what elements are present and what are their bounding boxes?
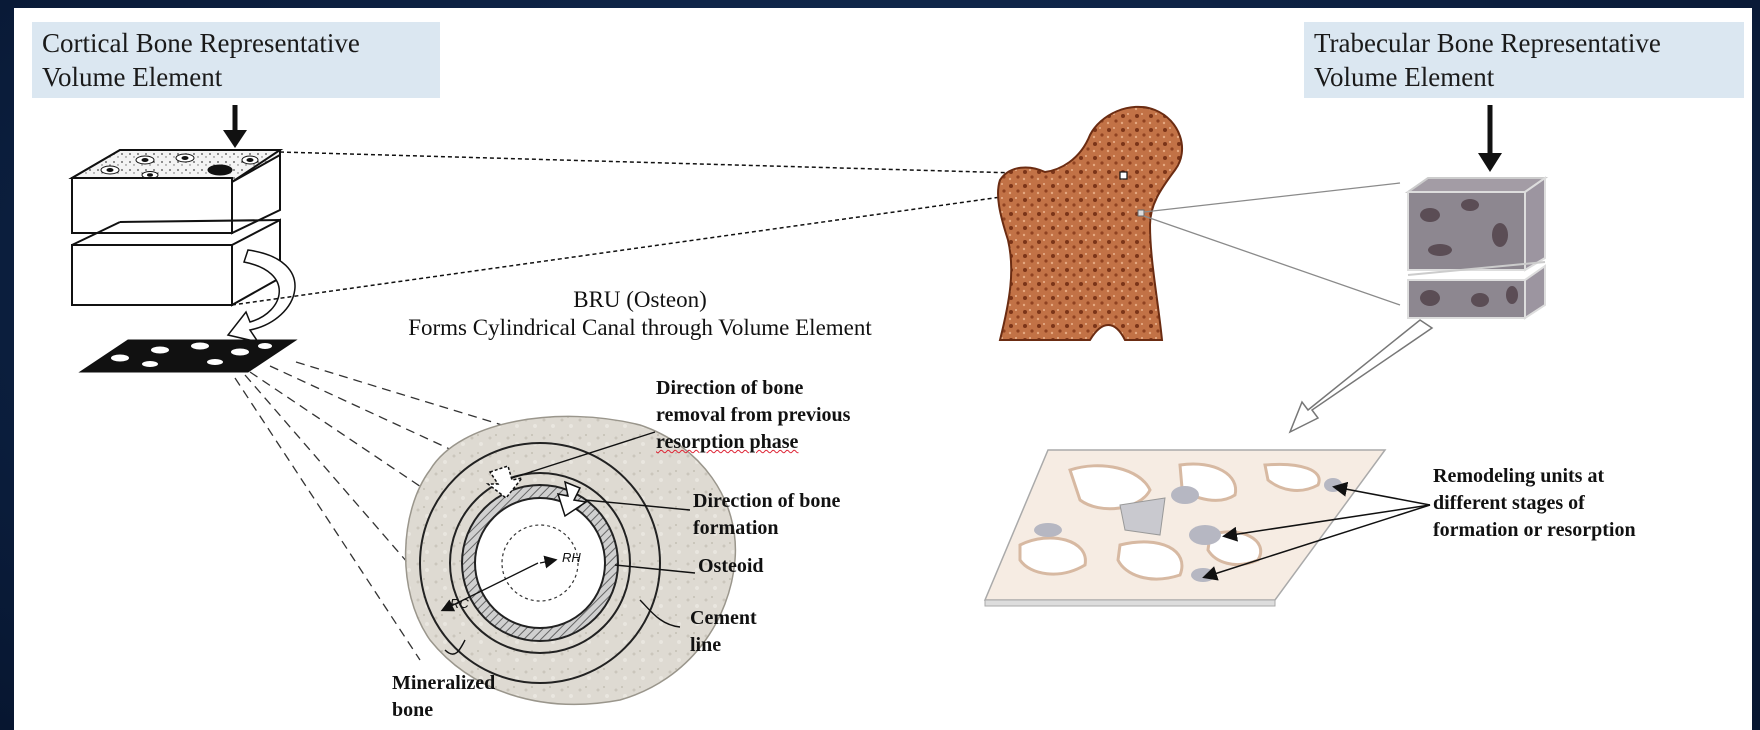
removal-label-line1: Direction of bone: [656, 375, 916, 402]
cortical-label-line1: Cortical Bone Representative: [42, 26, 430, 60]
formation-label-line1: Direction of bone: [693, 488, 913, 515]
remodeling-label-line1: Remodeling units at: [1433, 463, 1713, 490]
cortical-slice: [80, 340, 296, 372]
trabecular-label-line1: Trabecular Bone Representative: [1314, 26, 1734, 60]
osteoid-label-text: Osteoid: [698, 555, 764, 577]
cement-line-label: Cement line: [690, 605, 757, 659]
mineralized-label-line1: Mineralized: [392, 670, 495, 697]
trabecular-label-line2: Volume Element: [1314, 60, 1734, 94]
removal-direction-label: Direction of bone removal from previous …: [656, 375, 916, 456]
rh-label: RH: [562, 550, 581, 565]
arrow-down-icon: [223, 105, 247, 148]
hollow-arrow-icon: [1290, 320, 1432, 432]
arrow-down-icon: [1478, 105, 1502, 172]
bru-caption: BRU (Osteon) Forms Cylindrical Canal thr…: [360, 286, 920, 342]
removal-label-line3: resorption phase: [656, 429, 798, 456]
rh-label-text: RH: [562, 550, 581, 565]
mineralized-bone-label: Mineralized bone: [392, 670, 495, 724]
formation-label-line2: formation: [693, 515, 913, 542]
bru-caption-line1: BRU (Osteon): [360, 286, 920, 314]
trabecular-cube: [1408, 178, 1545, 318]
trabecular-rve-label: Trabecular Bone Representative Volume El…: [1304, 22, 1744, 98]
cortical-label-line2: Volume Element: [42, 60, 430, 94]
mineralized-label-line2: bone: [392, 697, 495, 724]
cement-label-line1: Cement: [690, 605, 757, 632]
projection-lines-trabecular: [1144, 183, 1400, 305]
remodeling-units-label: Remodeling units at different stages of …: [1433, 463, 1713, 544]
formation-direction-label: Direction of bone formation: [693, 488, 913, 542]
trabecular-slab: [985, 450, 1385, 606]
removal-label-line2: removal from previous: [656, 402, 916, 429]
cement-label-line2: line: [690, 632, 757, 659]
osteoid-label: Osteoid: [698, 553, 764, 580]
rc-label: RC: [450, 596, 469, 611]
rc-label-text: RC: [450, 596, 469, 611]
remodeling-label-line3: formation or resorption: [1433, 517, 1713, 544]
cortical-rve-label: Cortical Bone Representative Volume Elem…: [32, 22, 440, 98]
cortical-block: [72, 150, 280, 305]
projection-lines-cortical: [232, 152, 1122, 305]
bru-caption-line2: Forms Cylindrical Canal through Volume E…: [360, 314, 920, 342]
remodeling-label-line2: different stages of: [1433, 490, 1713, 517]
femur-image: [998, 107, 1182, 340]
